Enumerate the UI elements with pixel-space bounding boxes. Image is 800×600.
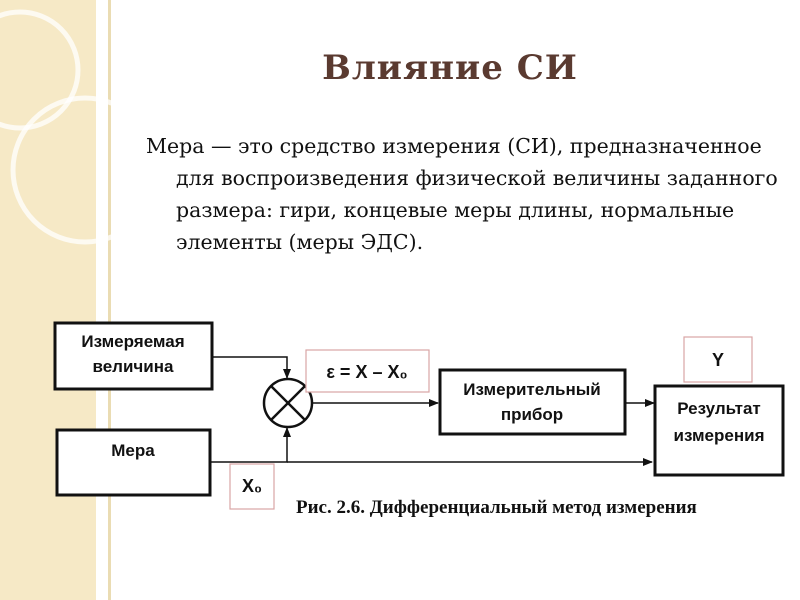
side-rule <box>108 0 111 600</box>
comparator-circle-icon <box>262 377 314 429</box>
difference-label-box <box>305 349 430 393</box>
definition-text: Мера — это средство измерения (СИ), пред… <box>146 134 778 254</box>
output-symbol: Y <box>712 350 724 370</box>
instrument-label-line2: прибор <box>501 405 563 424</box>
measured-quantity-label-line1: Измеряемая <box>81 332 184 351</box>
measure-box <box>55 428 212 497</box>
instrument-label-line1: Измерительный <box>463 380 600 399</box>
instrument-box <box>438 368 627 436</box>
measured-to-comparator-arrow <box>212 356 291 379</box>
measure-to-comparator-arrow <box>210 427 291 463</box>
result-label-line2: измерения <box>674 426 765 445</box>
measured-quantity-box <box>53 321 214 391</box>
measure-label: Мера <box>111 441 155 460</box>
result-box <box>653 384 785 477</box>
measured-quantity-label-line2: величина <box>93 357 175 376</box>
figure-caption: Рис. 2.6. Дифференциальный метод измерен… <box>296 497 697 518</box>
result-label-line1: Результат <box>677 399 761 418</box>
output-label-box <box>683 336 753 383</box>
reference-symbol: X₀ <box>242 476 262 496</box>
slide-title: Влияние СИ <box>322 48 578 88</box>
reference-label-box <box>229 463 275 510</box>
decorative-rings <box>0 9 140 245</box>
difference-formula: ε = X – X₀ <box>326 362 407 382</box>
